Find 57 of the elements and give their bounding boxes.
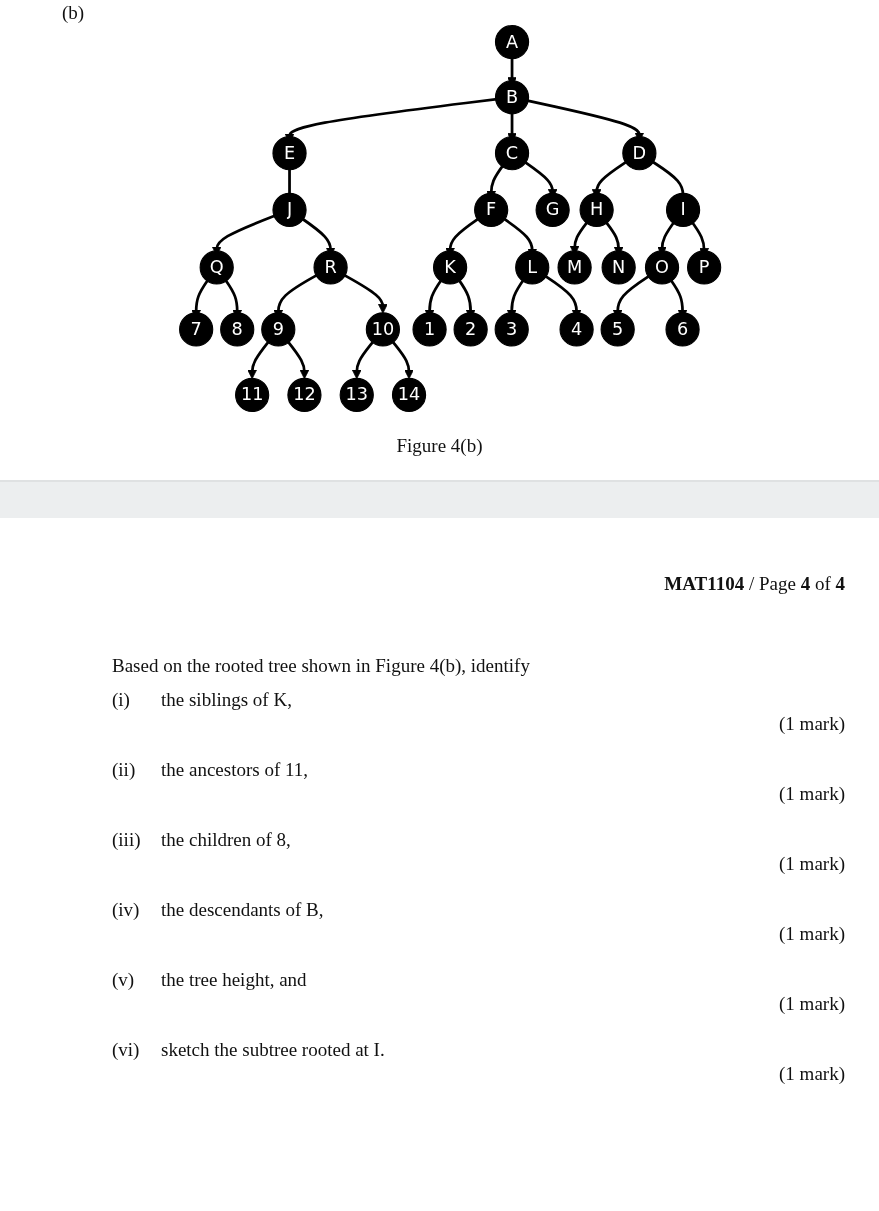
node-circle [433,250,468,285]
mark-allocation: (1 mark) [779,853,845,875]
arrow [351,341,374,380]
node-circle [494,24,530,60]
node-circle [600,312,635,347]
tree-diagram: A B E C D J F G H I Q R K L M N O P 7 8 9 10 1 2 3 4 5 6 11 12 13 14 [150,20,750,420]
node-circle [287,377,322,413]
node-circle [339,377,374,413]
node-circle [494,80,530,115]
item-number: (ii) [112,759,136,781]
node-circle [622,136,657,171]
node-circle [644,250,680,285]
question-text: the children of 8, [161,829,291,851]
node-circle [220,312,255,347]
question-text: the descendants of B, [161,899,324,921]
node-circle [665,192,701,228]
node-circle [687,250,722,285]
item-number: (vi) [112,1039,140,1061]
node-circle [579,192,614,228]
mark-allocation: (1 mark) [779,783,845,805]
node-circle [453,312,488,347]
item-number: (iv) [112,899,140,921]
part-label: (b) [62,2,85,24]
item-number: (i) [112,689,130,711]
node-circle [179,312,214,347]
node-circle [535,192,570,228]
node-circle [557,250,592,285]
node-circle [494,136,530,171]
node-circle [412,312,447,347]
page-header: MAT1104 / Page 4 of 4 [663,573,845,595]
mark-allocation: (1 mark) [779,1063,845,1085]
mark-allocation: (1 mark) [779,923,845,945]
node-circle [601,250,636,285]
question-text: the ancestors of 11, [161,759,309,781]
question-text: Based on the rooted tree shown in Figure 4(b), identify [112,655,531,677]
node-circle [272,136,307,171]
question-text: the tree height, and [161,969,307,991]
node-circle [494,312,529,347]
question-text: the siblings of K, [161,689,292,711]
node-circle [261,312,296,347]
item-number: (v) [112,969,135,991]
node-circle [199,250,234,285]
node-circle [235,377,270,413]
node-circle [559,312,594,347]
question-text: sketch the subtree rooted at I. [161,1039,385,1061]
arrow [391,341,414,380]
node-circle [272,192,307,228]
mark-allocation: (1 mark) [779,993,845,1015]
node-circle [365,312,400,347]
node-circle [313,250,348,285]
node-circle [665,312,700,347]
mark-allocation: (1 mark) [779,713,845,735]
node-circle [474,192,509,228]
item-number: (iii) [112,829,141,851]
figure-caption: Figure 4(b) [395,435,484,457]
node-circle [515,250,550,285]
node-circle [391,377,427,413]
